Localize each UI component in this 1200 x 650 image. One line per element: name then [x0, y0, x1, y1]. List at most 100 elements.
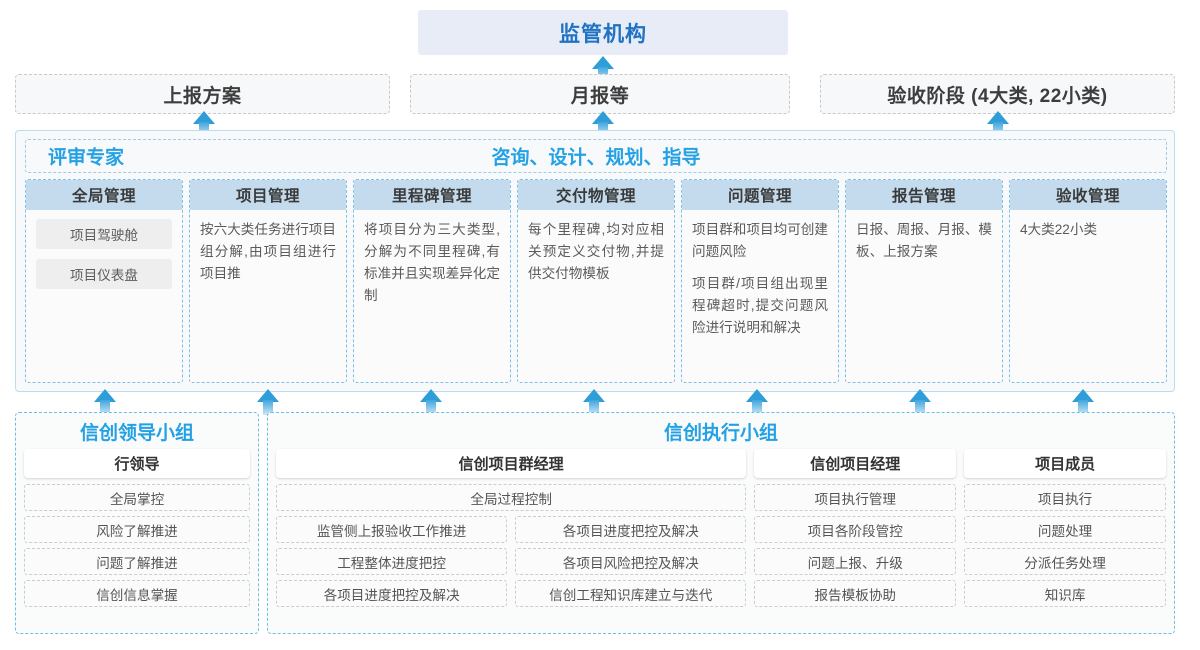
role-columns: 信创项目群经理 全局过程控制 监管侧上报验收工作推进 工程整体进度把控 各项目进… — [276, 449, 1166, 625]
role-item[interactable]: 问题了解推进 — [24, 548, 250, 575]
column-header: 全局管理 — [26, 180, 182, 210]
report-box-label: 上报方案 — [163, 85, 242, 107]
arrow-shaft — [199, 122, 209, 137]
column-paragraph: 4大类22小类 — [1020, 222, 1098, 237]
regulator-label: 监管机构 — [559, 22, 647, 46]
consulting-panel: 评审专家 咨询、设计、规划、指导 全局管理 项目驾驶舱 项目仪表盘 项目管理 按… — [15, 130, 1175, 392]
arrow-head-icon — [987, 111, 1009, 124]
column-deliverable-management: 交付物管理 每个里程碑,均对应相关预定义交付物,并提供交付物模板 — [517, 179, 675, 383]
role-item[interactable]: 问题处理 — [964, 516, 1166, 543]
role-item[interactable]: 项目执行管理 — [754, 484, 957, 511]
report-box-label: 月报等 — [570, 85, 630, 107]
role-item[interactable]: 知识库 — [964, 580, 1166, 607]
arrow-up-column-5 — [746, 389, 768, 415]
report-boxes-row: 上报方案 月报等 验收阶段 (4大类, 22小类) — [0, 74, 1200, 114]
consulting-panel-header: 评审专家 咨询、设计、规划、指导 — [25, 139, 1167, 173]
column-paragraph: 每个里程碑,均对应相关预定义交付物,并提供交付物模板 — [528, 222, 664, 282]
column-header: 问题管理 — [682, 180, 838, 210]
column-global-management: 全局管理 项目驾驶舱 项目仪表盘 — [25, 179, 183, 383]
role-item[interactable]: 全局掌控 — [24, 484, 250, 511]
column-paragraph: 项目群/项目组出现里程碑超时,提交问题风险进行说明和解决 — [692, 276, 828, 336]
arrow-head-icon — [193, 111, 215, 124]
pill-item[interactable]: 项目驾驶舱 — [36, 219, 172, 249]
role-item[interactable]: 信创信息掌握 — [24, 580, 250, 607]
arrow-head-icon — [420, 389, 442, 402]
arrow-up-column-2 — [257, 389, 279, 415]
arrow-head-icon — [909, 389, 931, 402]
arrow-shaft — [993, 122, 1003, 137]
arrow-up-column-6 — [909, 389, 931, 415]
role-item[interactable]: 问题上报、升级 — [754, 548, 957, 575]
role-item[interactable]: 风险了解推进 — [24, 516, 250, 543]
column-header: 交付物管理 — [518, 180, 674, 210]
program-manager-items: 全局过程控制 监管侧上报验收工作推进 工程整体进度把控 各项目进度把控及解决 各… — [276, 484, 747, 625]
column-project-management: 项目管理 按六大类任务进行项目组分解,由项目组进行项目推 — [189, 179, 347, 383]
role-columns: 行领导 全局掌控 风险了解推进 问题了解推进 信创信息掌握 — [24, 449, 250, 625]
arrow-shaft — [589, 400, 599, 415]
arrow-shaft — [598, 122, 608, 137]
role-column-project-manager: 信创项目经理 项目执行管理 项目各阶段管控 问题上报、升级 报告模板协助 — [754, 449, 957, 625]
column-body: 项目驾驶舱 项目仪表盘 — [26, 210, 182, 382]
column-acceptance-management: 验收管理 4大类22小类 — [1009, 179, 1167, 383]
arrow-shaft — [915, 400, 925, 415]
group-title: 信创领导小组 — [79, 423, 194, 444]
role-item[interactable]: 各项目风险把控及解决 — [515, 548, 747, 575]
arrow-up-to-acceptance — [987, 111, 1009, 137]
report-box-monthly: 月报等 — [410, 74, 790, 114]
role-items: 全局掌控 风险了解推进 问题了解推进 信创信息掌握 — [24, 484, 250, 625]
role-item[interactable]: 信创工程知识库建立与迭代 — [515, 580, 747, 607]
role-item[interactable]: 报告模板协助 — [754, 580, 957, 607]
role-item[interactable]: 各项目进度把控及解决 — [276, 580, 508, 607]
column-report-management: 报告管理 日报、周报、月报、模板、上报方案 — [845, 179, 1003, 383]
arrow-shaft — [100, 400, 110, 415]
arrow-up-to-plan — [193, 111, 215, 137]
column-body: 4大类22小类 — [1010, 210, 1166, 382]
column-paragraph: 项目群和项目均可创建问题风险 — [692, 222, 828, 260]
role-item[interactable]: 项目执行 — [964, 484, 1166, 511]
arrow-up-column-1 — [94, 389, 116, 415]
arrow-head-icon — [257, 389, 279, 402]
role-item[interactable]: 各项目进度把控及解决 — [515, 516, 747, 543]
role-item[interactable]: 分派任务处理 — [964, 548, 1166, 575]
role-column-program-manager: 信创项目群经理 全局过程控制 监管侧上报验收工作推进 工程整体进度把控 各项目进… — [276, 449, 747, 625]
arrow-head-icon — [94, 389, 116, 402]
arrow-shaft — [263, 400, 273, 415]
column-paragraph: 将项目分为三大类型,分解为不同里程碑,有标准并且实现差异化定制 — [364, 222, 500, 304]
arrow-up-column-7 — [1072, 389, 1094, 415]
report-box-label: 验收阶段 (4大类, 22小类) — [887, 85, 1108, 107]
arrow-up-to-monthly — [592, 111, 614, 137]
arrow-head-icon — [746, 389, 768, 402]
column-paragraph: 日报、周报、月报、模板、上报方案 — [856, 222, 992, 260]
role-item[interactable]: 项目各阶段管控 — [754, 516, 957, 543]
role-items: 项目执行 问题处理 分派任务处理 知识库 — [964, 484, 1166, 625]
column-body: 日报、周报、月报、模板、上报方案 — [846, 210, 1002, 382]
arrow-head-icon — [592, 111, 614, 124]
column-body: 项目群和项目均可创建问题风险 项目群/项目组出现里程碑超时,提交问题风险进行说明… — [682, 210, 838, 382]
report-box-acceptance: 验收阶段 (4大类, 22小类) — [820, 74, 1175, 114]
role-column-project-member: 项目成员 项目执行 问题处理 分派任务处理 知识库 — [964, 449, 1166, 625]
column-body: 将项目分为三大类型,分解为不同里程碑,有标准并且实现差异化定制 — [354, 210, 510, 382]
report-box-plan: 上报方案 — [15, 74, 390, 114]
role-column-bank-leader: 行领导 全局掌控 风险了解推进 问题了解推进 信创信息掌握 — [24, 449, 250, 625]
column-header: 项目管理 — [190, 180, 346, 210]
role-item[interactable]: 工程整体进度把控 — [276, 548, 508, 575]
role-header: 信创项目经理 — [754, 449, 957, 478]
group-execution: 信创执行小组 信创项目群经理 全局过程控制 监管侧上报验收工作推进 工程整体进度… — [267, 412, 1175, 634]
arrow-shaft — [752, 400, 762, 415]
group-leadership: 信创领导小组 行领导 全局掌控 风险了解推进 问题了解推进 信创信息掌握 — [15, 412, 259, 634]
pill-item[interactable]: 项目仪表盘 — [36, 259, 172, 289]
group-title: 信创执行小组 — [663, 423, 778, 444]
column-body: 按六大类任务进行项目组分解,由项目组进行项目推 — [190, 210, 346, 382]
arrow-up-column-4 — [583, 389, 605, 415]
arrow-head-icon — [592, 56, 614, 69]
role-item[interactable]: 全局过程控制 — [276, 484, 747, 511]
column-body: 每个里程碑,均对应相关预定义交付物,并提供交付物模板 — [518, 210, 674, 382]
column-issue-management: 问题管理 项目群和项目均可创建问题风险 项目群/项目组出现里程碑超时,提交问题风… — [681, 179, 839, 383]
program-manager-split-items: 监管侧上报验收工作推进 工程整体进度把控 各项目进度把控及解决 各项目进度把控及… — [276, 516, 747, 625]
program-manager-right-items: 各项目进度把控及解决 各项目风险把控及解决 信创工程知识库建立与迭代 — [515, 516, 747, 625]
arrow-head-icon — [583, 389, 605, 402]
review-experts-label: 评审专家 — [48, 147, 125, 169]
role-item[interactable]: 监管侧上报验收工作推进 — [276, 516, 508, 543]
role-items: 项目执行管理 项目各阶段管控 问题上报、升级 报告模板协助 — [754, 484, 957, 625]
